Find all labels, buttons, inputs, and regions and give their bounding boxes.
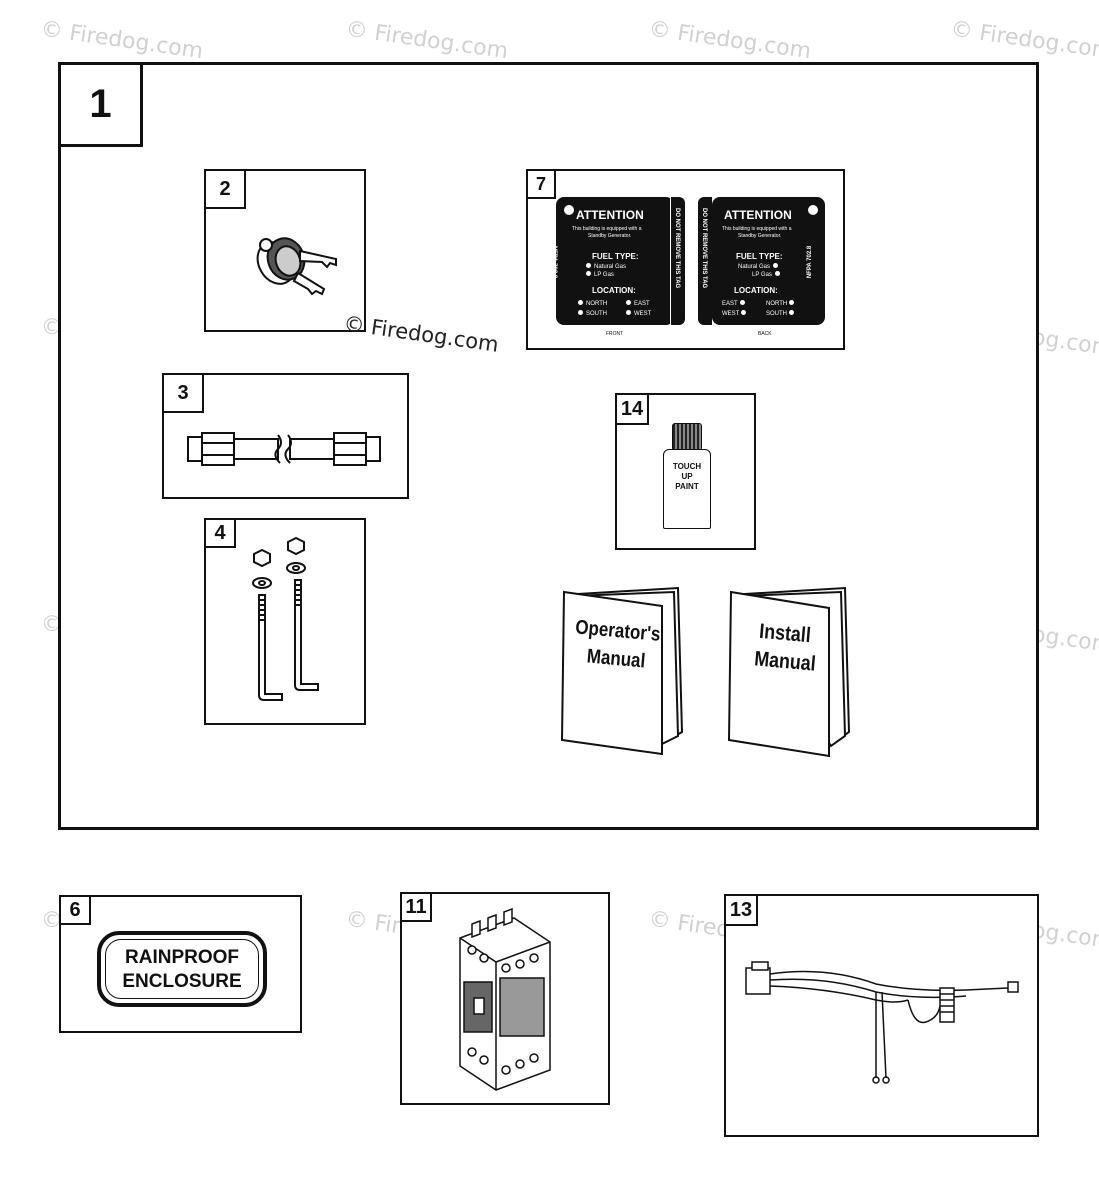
tag-back-fuel-1-label: Natural Gas xyxy=(738,264,771,270)
tag-back-location-label: LOCATION: xyxy=(734,286,778,295)
tag-back-stub: DO NOT REMOVE THIS TAG xyxy=(698,197,712,325)
tag-front-south: SOUTH xyxy=(578,310,607,317)
attention-tag-box: 7 ATTENTION This building is equipped wi… xyxy=(526,169,845,350)
tag-back-south-label: SOUTH xyxy=(766,311,787,317)
tag-back-side-text: NFPA 702.8 xyxy=(807,245,814,279)
book-icon xyxy=(727,586,851,758)
tag-back-title: ATTENTION xyxy=(724,208,792,222)
watermark: © Firedog.com xyxy=(647,16,813,65)
tag-back-north: NORTH xyxy=(766,300,795,307)
circuit-breaker-box: 11 xyxy=(400,892,610,1105)
wiring-harness-box: 13 xyxy=(724,894,1039,1137)
tag-back-subtitle-1: This building is equipped with a xyxy=(722,226,792,232)
item-number-6: 6 xyxy=(61,897,91,925)
watermark: © Firedog.com xyxy=(949,16,1099,65)
hole-icon xyxy=(564,205,574,215)
item-number-2: 2 xyxy=(206,171,246,209)
tag-back-north-label: NORTH xyxy=(766,301,788,307)
hose-box: 3 xyxy=(162,373,409,499)
book-icon xyxy=(560,586,684,756)
paint-line-2: UP xyxy=(681,472,693,481)
tag-front-east: EAST xyxy=(626,300,650,307)
watermark: © Firedog.com xyxy=(39,16,205,65)
tag-back-east: EAST xyxy=(722,300,745,307)
tag-back-fuel-1: Natural Gas xyxy=(738,263,779,270)
tag-back: ATTENTION This building is equipped with… xyxy=(712,197,825,325)
tag-front-east-label: EAST xyxy=(634,301,650,307)
tag-front-fuel-label: FUEL TYPE: xyxy=(592,252,639,261)
tag-back-fuel-2-label: LP Gas xyxy=(752,272,772,278)
tag-front: ATTENTION This building is equipped with… xyxy=(551,197,674,325)
keys-icon xyxy=(256,237,337,296)
tag-front-subtitle-1: This building is equipped with a xyxy=(572,226,642,232)
item-number-14: 14 xyxy=(617,395,649,425)
touch-up-paint-box: 14 TOUCH UP PAINT xyxy=(615,393,756,550)
paint-bottle-cap xyxy=(672,423,702,451)
wiring-harness-icon xyxy=(745,961,1019,1084)
circuit-breaker-icon xyxy=(459,907,551,1091)
decal-line-1: RAINPROOF xyxy=(125,947,239,968)
tag-front-side-text: NFPA 702.8 xyxy=(551,245,558,279)
hole-icon xyxy=(808,205,818,215)
tag-front-label: FRONT xyxy=(606,331,624,337)
tag-front-west: WEST xyxy=(626,310,651,317)
item-number-7: 7 xyxy=(528,171,556,199)
tag-front-west-label: WEST xyxy=(634,311,652,317)
decal-line-2: ENCLOSURE xyxy=(122,971,242,992)
item-number-3: 3 xyxy=(164,375,204,413)
paint-bottle: TOUCH UP PAINT xyxy=(663,449,711,529)
item-number-4: 4 xyxy=(206,520,236,548)
rainproof-decal-box: 6 RAINPROOF ENCLOSURE xyxy=(59,895,302,1033)
tag-front-location-label: LOCATION: xyxy=(592,286,636,295)
paint-line-1: TOUCH xyxy=(672,462,702,471)
tag-front-fuel-2: LP Gas xyxy=(586,271,614,278)
j-bolt-icon xyxy=(252,536,319,701)
bolts-box: 4 xyxy=(204,518,366,725)
tag-back-subtitle-2: Standby Generator. xyxy=(738,233,782,239)
tag-back-fuel-label: FUEL TYPE: xyxy=(736,252,783,261)
tag-front-title: ATTENTION xyxy=(576,208,644,222)
tag-back-west-label: WEST xyxy=(722,311,740,317)
tag-back-label: BACK xyxy=(758,331,772,337)
install-manual: Install Manual xyxy=(725,586,853,758)
tag-front-fuel-2-label: LP Gas xyxy=(594,272,614,278)
item-number-13: 13 xyxy=(726,896,758,926)
paint-line-3: PAINT xyxy=(675,482,699,491)
tag-back-west: WEST xyxy=(722,310,747,317)
tag-front-subtitle-2: Standby Generator. xyxy=(588,233,632,239)
tag-back-do-not-remove: DO NOT REMOVE THIS TAG xyxy=(701,208,707,289)
rainproof-decal: RAINPROOF ENCLOSURE xyxy=(97,931,267,1007)
keys-box: 2 xyxy=(204,169,366,332)
tag-front-north: NORTH xyxy=(578,300,607,307)
item-number-11: 11 xyxy=(402,894,432,922)
tag-back-south: SOUTH xyxy=(766,310,794,317)
tag-front-fuel-1: Natural Gas xyxy=(586,263,626,270)
operators-manual: Operator's Manual xyxy=(558,586,686,756)
tag-front-do-not-remove: DO NOT REMOVE THIS TAG xyxy=(674,208,680,289)
tag-back-fuel-2: LP Gas xyxy=(752,271,780,278)
flex-hose-icon xyxy=(187,432,381,466)
tag-front-south-label: SOUTH xyxy=(586,311,607,317)
tag-back-east-label: EAST xyxy=(722,301,738,307)
item-number-1: 1 xyxy=(61,65,143,147)
watermark: © Firedog.com xyxy=(344,16,510,65)
tag-front-north-label: NORTH xyxy=(586,301,608,307)
tag-front-stub: DO NOT REMOVE THIS TAG xyxy=(670,197,685,325)
tag-front-fuel-1-label: Natural Gas xyxy=(594,264,627,270)
